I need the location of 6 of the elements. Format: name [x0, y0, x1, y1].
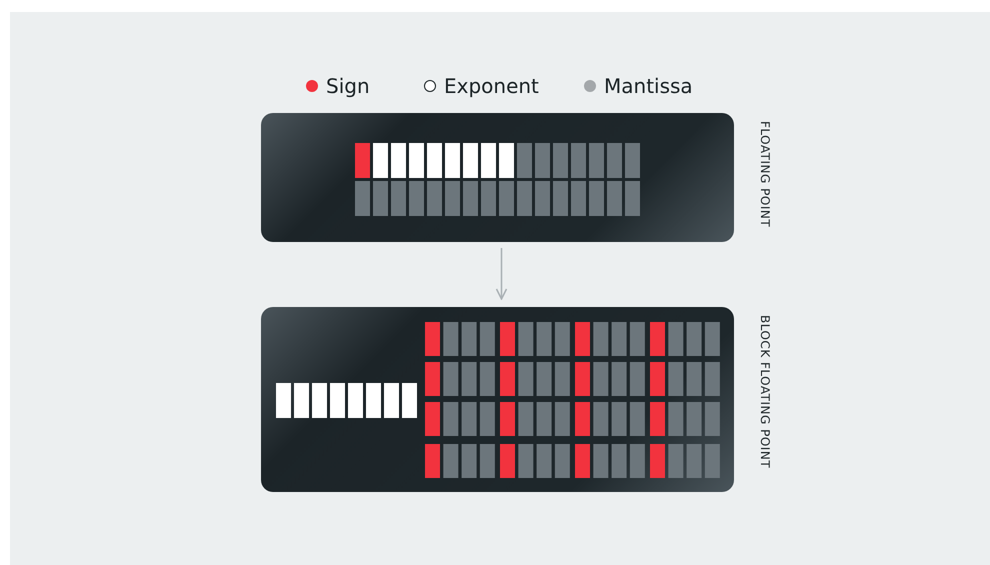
- legend-label: Sign: [326, 74, 370, 98]
- legend-label: Mantissa: [604, 74, 693, 98]
- arrow: [496, 248, 508, 300]
- panel-label: BLOCK FLOATING POINT: [758, 315, 772, 468]
- panel-label: FLOATING POINT: [758, 121, 772, 228]
- legend-label: Exponent: [444, 74, 539, 98]
